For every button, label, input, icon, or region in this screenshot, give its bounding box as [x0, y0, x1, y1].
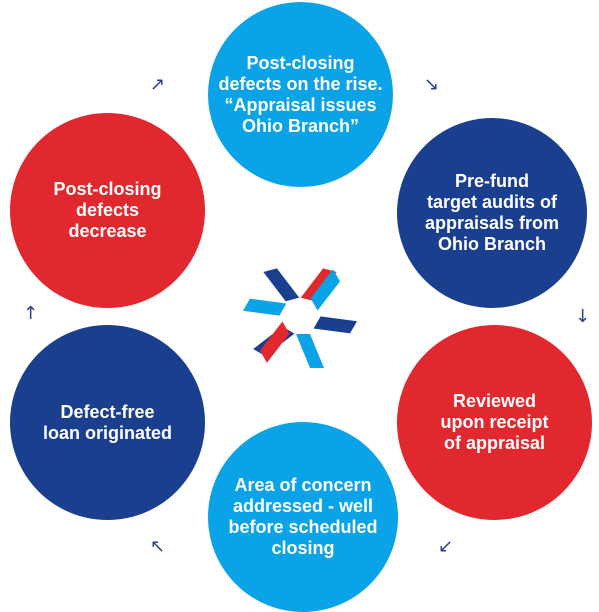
arrow-up-icon: ↑ — [23, 303, 39, 324]
logo-bar-bottom-right — [296, 334, 324, 368]
arrow-down-left-icon: ↙ — [438, 536, 454, 557]
asterisk-logo — [242, 268, 358, 368]
step-5-circle: Defect-free loan originated — [10, 325, 205, 520]
logo-bar-top-left — [263, 268, 300, 302]
step-4-circle: Area of concern addressed - well before … — [208, 422, 398, 612]
logo-bar-left-bottom — [259, 321, 290, 363]
step-4-text: Area of concern addressed - well before … — [228, 475, 378, 558]
step-6-text: Post-closing defects decrease — [53, 179, 162, 241]
step-3-text: Reviewed upon receipt of appraisal — [440, 391, 549, 453]
arrow-down-icon: ↓ — [575, 306, 591, 327]
logo-bar-left-top — [242, 298, 287, 316]
arrow-up-right-icon: ↗ — [150, 74, 166, 95]
logo-bar-right-bottom — [313, 316, 358, 334]
arrow-down-right-icon: ↘ — [424, 74, 440, 95]
logo-bar-right-top — [310, 269, 341, 311]
step-6-circle: Post-closing defects decrease — [10, 113, 205, 308]
step-2-circle: Pre-fund target audits of appraisals fro… — [397, 118, 587, 308]
arrow-up-left-icon: ↖ — [150, 536, 166, 557]
step-5-text: Defect-free loan originated — [42, 401, 172, 443]
step-2-text: Pre-fund target audits of appraisals fro… — [424, 171, 560, 254]
step-1-circle: Post-closing defects on the rise. “Appra… — [208, 2, 393, 187]
step-1-text: Post-closing defects on the rise. “Appra… — [218, 52, 383, 136]
step-3-circle: Reviewed upon receipt of appraisal — [397, 325, 592, 520]
